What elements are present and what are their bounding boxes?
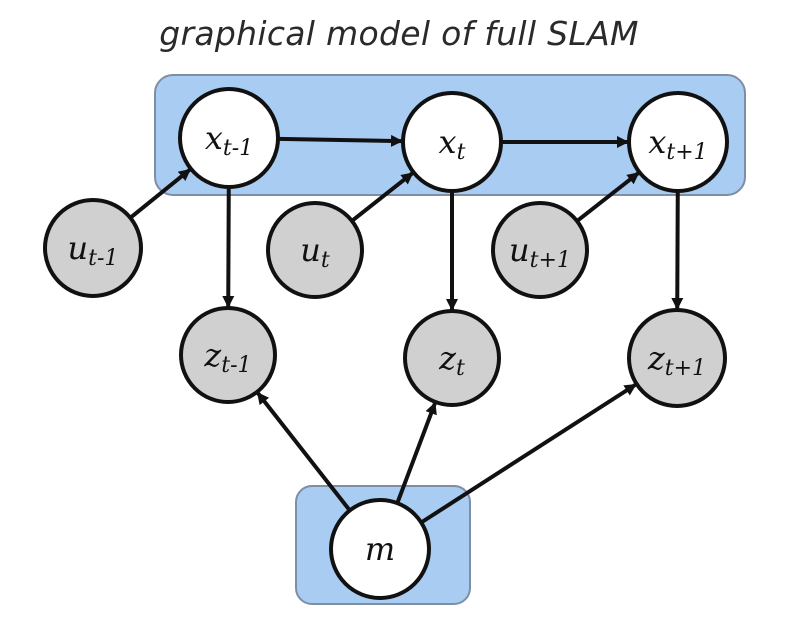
node-circle-u_cur (266, 201, 364, 299)
edge-u_prev-to-x_prev (129, 167, 192, 220)
edge-m-to-z_cur (395, 401, 437, 504)
node-label-u_cur: ut (300, 231, 330, 273)
node-u_prev: ut-1 (43, 198, 143, 298)
node-label-u_next: ut+1 (509, 231, 571, 273)
node-circle-m (329, 498, 431, 600)
node-u_cur: ut (266, 201, 364, 299)
node-circle-x_next (627, 91, 729, 193)
edge-m-to-z_next (420, 382, 637, 525)
nodes: xt-1 xt xt+1 ut-1 ut ut+1 zt-1 zt zt+1 m (43, 87, 729, 600)
node-label-x_prev: xt-1 (205, 119, 253, 161)
node-circle-x_prev (178, 87, 280, 189)
node-label-x_next: xt+1 (648, 123, 707, 165)
node-label-z_prev: zt-1 (203, 336, 251, 378)
edge-x_next-to-z_next (671, 190, 684, 311)
node-label-m: m (365, 530, 395, 568)
node-x_cur: xt (401, 91, 503, 193)
node-circle-u_prev (43, 198, 143, 298)
node-z_cur: zt (403, 309, 501, 407)
node-circle-x_cur (401, 91, 503, 193)
node-circle-z_next (627, 308, 727, 408)
edge-m-to-z_prev (256, 391, 352, 512)
node-x_prev: xt-1 (178, 87, 280, 189)
node-circle-z_prev (179, 306, 277, 404)
node-circle-u_next (491, 201, 589, 299)
edge-x_prev-to-x_cur (277, 134, 404, 147)
node-u_next: ut+1 (491, 201, 589, 299)
node-label-x_cur: xt (439, 123, 466, 165)
node-z_next: zt+1 (627, 308, 727, 408)
edge-x_prev-to-z_prev (222, 186, 235, 309)
edges (129, 134, 684, 525)
node-z_prev: zt-1 (179, 306, 277, 404)
node-m: m (329, 498, 431, 600)
node-label-u_prev: ut-1 (68, 229, 119, 271)
edge-u_cur-to-x_cur (350, 171, 414, 223)
node-label-z_cur: zt (438, 339, 465, 381)
node-x_next: xt+1 (627, 91, 729, 193)
edge-u_next-to-x_next (575, 171, 640, 223)
node-circle-z_cur (403, 309, 501, 407)
diagram-title: graphical model of full SLAM (159, 14, 639, 53)
node-label-z_next: zt+1 (647, 339, 706, 381)
